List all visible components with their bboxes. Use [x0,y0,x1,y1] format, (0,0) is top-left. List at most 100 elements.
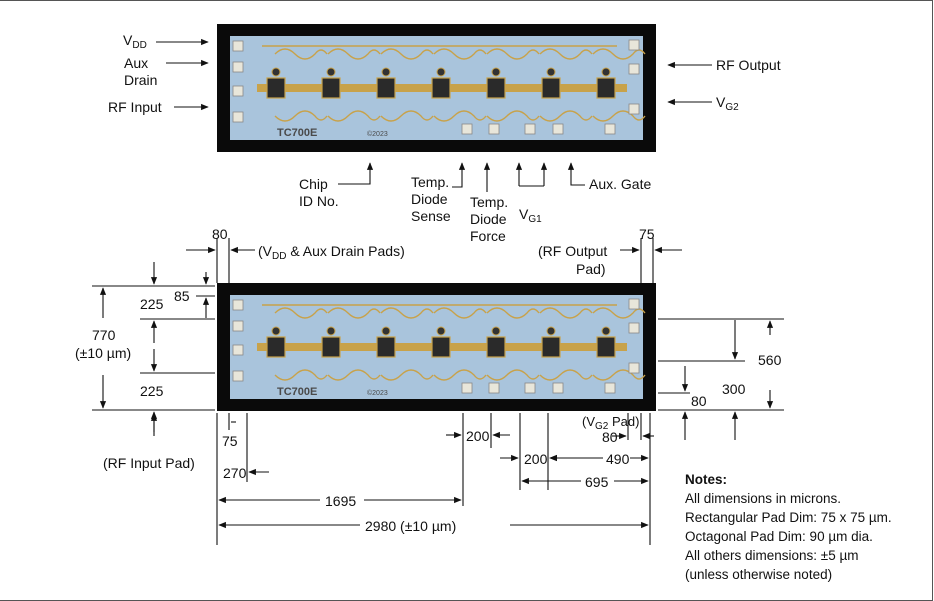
vg1-sub: G1 [528,214,542,225]
bond-pad [524,382,536,394]
vg2-pad-pre: (V [582,414,595,429]
meander-line [539,307,593,319]
bond-pad [628,103,640,115]
temp-force-label-3: Force [470,228,506,244]
chip-id-label-1: Chip [299,176,328,192]
meander-line [539,110,593,122]
bond-pad [232,40,244,52]
dim-300: 300 [722,381,746,397]
rf-input-label: RF Input [108,99,162,115]
dim-225-top: 225 [140,296,164,312]
vg2-pad-post: Pad) [608,414,640,429]
vg2-pad-label: (VG2 Pad) [582,413,639,435]
meander-line [380,369,434,381]
meander-line [592,110,646,122]
via-hole [271,326,281,336]
dim-695: 695 [585,474,609,490]
fet-cell [321,336,341,358]
chip-id-label-2: ID No. [299,193,339,209]
meander-line [327,307,381,319]
meander-line [486,307,540,319]
notes-block: Notes: All dimensions in microns. Rectan… [685,470,892,584]
temp-sense-label-3: Sense [411,208,451,224]
dim-80-right: 80 [691,393,707,409]
vdd-pads-post: & Aux Drain Pads) [286,243,405,259]
chip-logo-marking: ©2023 [367,389,388,397]
via-hole [326,67,336,77]
dim-270: 270 [223,465,247,481]
bond-pad [232,111,244,123]
bond-pad [461,382,473,394]
bond-pad [604,123,616,135]
vg2-label: VG2 [716,94,739,116]
via-hole [326,326,336,336]
rf-input-pad-label: (RF Input Pad) [103,455,195,471]
meander-line [380,110,434,122]
aux-gate-label: Aux. Gate [589,176,652,192]
fet-cell [376,77,396,99]
chip-photo-top: TC700E©2023 [217,24,656,152]
meander-line [327,48,381,60]
meander-line [433,110,487,122]
meander-line [274,110,328,122]
dim-200-b: 200 [524,451,548,467]
dim-80-bottom: 80 [602,429,618,445]
bond-pad [628,322,640,334]
notes-title: Notes: [685,472,728,487]
fet-cell [486,77,506,99]
vg2-pad-sub: G2 [595,421,609,432]
meander-line [433,369,487,381]
meander-line [592,369,646,381]
meander-line [486,369,540,381]
dim-80-top: 80 [212,226,228,242]
bond-pad [552,382,564,394]
aux-drain-label-2: Drain [124,72,158,88]
notes-line: (unless otherwise noted) [685,567,833,582]
chip-die-bottom: TC700E ©2023 [230,295,646,399]
bond-pad [232,344,244,356]
bond-pad [461,123,473,135]
bond-pad [488,382,500,394]
fet-cell [541,77,561,99]
via-hole [436,326,446,336]
meander-line [539,369,593,381]
fet-cell [431,77,451,99]
vg1-label: VG1 [519,206,542,228]
via-hole [546,67,556,77]
fet-cell [321,77,341,99]
via-hole [381,67,391,77]
notes-line: Octagonal Pad Dim: 90 µm dia. [685,529,873,544]
dim-1695: 1695 [325,493,357,509]
dim-560: 560 [758,352,782,368]
temp-force-label-1: Temp. [470,194,509,210]
notes-line: All others dimensions: ±5 µm [685,548,859,563]
chip-photo-bottom: TC700E ©2023 [217,283,656,411]
meander-line [486,110,540,122]
via-hole [601,326,611,336]
meander-line [380,48,434,60]
bond-pad [628,298,640,310]
via-hole [491,326,501,336]
notes-line: Rectangular Pad Dim: 75 x 75 µm. [685,510,892,525]
meander-line [274,369,328,381]
vdd-pads-pre: (V [258,243,272,259]
meander-line [274,48,328,60]
bond-pad [232,61,244,73]
rf-output-label: RF Output [716,57,781,73]
chip-part-marking: TC700E [277,127,317,139]
meander-line [380,307,434,319]
temp-sense-label-1: Temp. [411,174,450,190]
dim-75-top: 75 [639,226,655,242]
fet-cell [541,336,561,358]
fet-cell [486,336,506,358]
bond-pad [488,123,500,135]
bond-pad [232,85,244,97]
temp-force-label-2: Diode [470,211,507,227]
notes-line: All dimensions in microns. [685,491,842,506]
fet-cell [596,77,616,99]
vdd-sub: DD [132,40,147,51]
via-hole [381,326,391,336]
chip-part-marking: TC700E [277,386,317,398]
fet-cell [266,77,286,99]
dim-490: 490 [606,451,630,467]
